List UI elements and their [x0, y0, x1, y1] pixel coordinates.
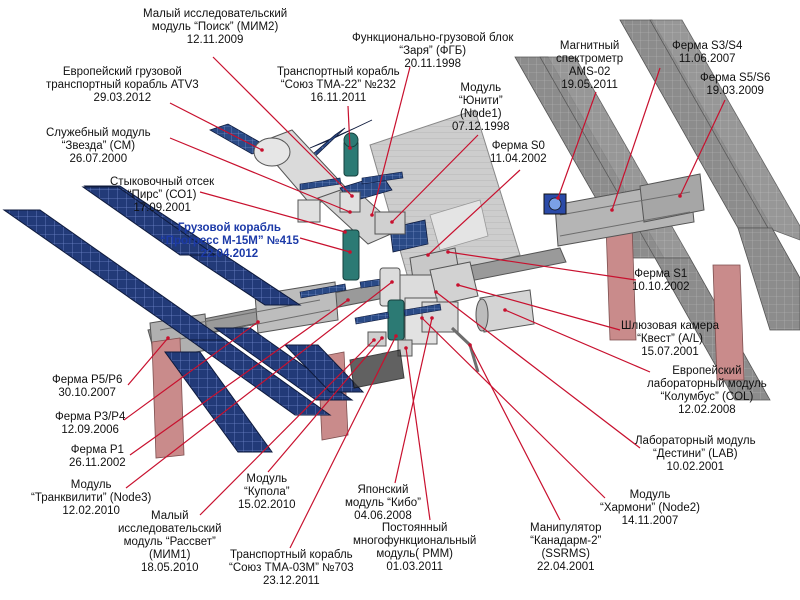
leader-p5p6-tip — [166, 336, 170, 340]
leader-harmony-tip — [420, 316, 424, 320]
leader-tranquility — [125, 281, 393, 489]
leader-s0-tip — [426, 253, 430, 257]
leader-zarya-tip — [370, 213, 374, 217]
leader-p3p4-tip — [256, 320, 260, 324]
leader-ams — [557, 91, 597, 199]
leader-zvezda-tip — [348, 210, 352, 214]
label-zvezda: Служебный модуль“Звезда” (СМ)26.07.2000 — [46, 127, 151, 165]
leader-atv — [169, 102, 263, 151]
leader-destiny — [435, 291, 641, 449]
leader-canadarm-tip — [468, 343, 472, 347]
leader-pmm — [405, 347, 431, 521]
leader-pirs — [199, 191, 346, 233]
leader-s5s6-tip — [678, 194, 682, 198]
leader-tranquility-tip — [390, 280, 394, 284]
leader-columbus-tip — [503, 308, 507, 312]
port-solar-arrays — [2, 185, 365, 453]
leader-cupola-tip — [380, 336, 384, 340]
leader-lines — [123, 56, 726, 549]
leader-p5p6 — [127, 337, 169, 386]
leader-cupola — [267, 337, 383, 473]
leader-poisk-tip — [350, 194, 354, 198]
leader-pmm-tip — [404, 346, 408, 350]
leader-atv-tip — [260, 148, 264, 152]
leader-rassvet — [199, 339, 375, 516]
leader-quest-tip — [456, 283, 460, 287]
leader-s3s4-tip — [610, 208, 614, 212]
leader-progress — [299, 237, 351, 253]
leader-harmony — [421, 317, 606, 499]
leader-p1 — [129, 299, 349, 456]
leader-columbus — [504, 309, 651, 373]
label-destiny: Лабораторный модуль“Дестини” (LAB)10.02.… — [635, 435, 756, 473]
label-cupola: Модуль“Купола”15.02.2010 — [238, 473, 296, 511]
label-zarya: Функционально-грузовой блок“Заря” (ФГБ)2… — [352, 32, 514, 70]
leader-pirs-tip — [343, 230, 347, 234]
leader-soyuz03m — [289, 335, 397, 549]
leader-rassvet-tip — [372, 338, 376, 342]
leader-soyuz22-tip — [348, 146, 352, 150]
leader-poisk — [212, 56, 353, 197]
label-harmony: Модуль“Хармони” (Node2)14.11.2007 — [600, 489, 700, 527]
leader-ams-tip — [556, 196, 560, 200]
leader-quest — [457, 284, 621, 331]
label-pirs: Стыковочный отсек“Пирс” (СО1)17.09.2001 — [110, 176, 215, 214]
label-unity: Модуль“Юнити”(Node1)07.12.1998 — [452, 82, 510, 133]
leader-zarya — [371, 66, 411, 216]
leader-p1-tip — [346, 298, 350, 302]
label-canadarm: Манипулятор“Канадарм-2”(SSRMS)22.04.2001 — [530, 522, 602, 573]
leader-s1-tip — [446, 250, 450, 254]
leader-soyuz22 — [347, 105, 351, 149]
leader-zvezda — [169, 137, 351, 213]
leader-unity-tip — [390, 220, 394, 224]
leader-s5s6 — [679, 99, 726, 197]
leader-s0 — [427, 169, 521, 256]
leader-progress-tip — [348, 250, 352, 254]
leader-canadarm — [469, 344, 561, 521]
label-quest: Шлюзовая камера“Квест” (A/L)15.07.2001 — [621, 320, 719, 358]
leader-unity — [391, 134, 479, 223]
ams-02 — [543, 193, 567, 215]
leader-destiny-tip — [434, 290, 438, 294]
leader-soyuz03m-tip — [394, 334, 398, 338]
label-tranquility: Модуль“Транквилити” (Node3)12.02.2010 — [31, 479, 152, 517]
leader-p3p4 — [123, 321, 259, 421]
leader-s3s4 — [611, 67, 661, 211]
leader-s1 — [447, 251, 637, 281]
leader-kibo-tip — [430, 316, 434, 320]
